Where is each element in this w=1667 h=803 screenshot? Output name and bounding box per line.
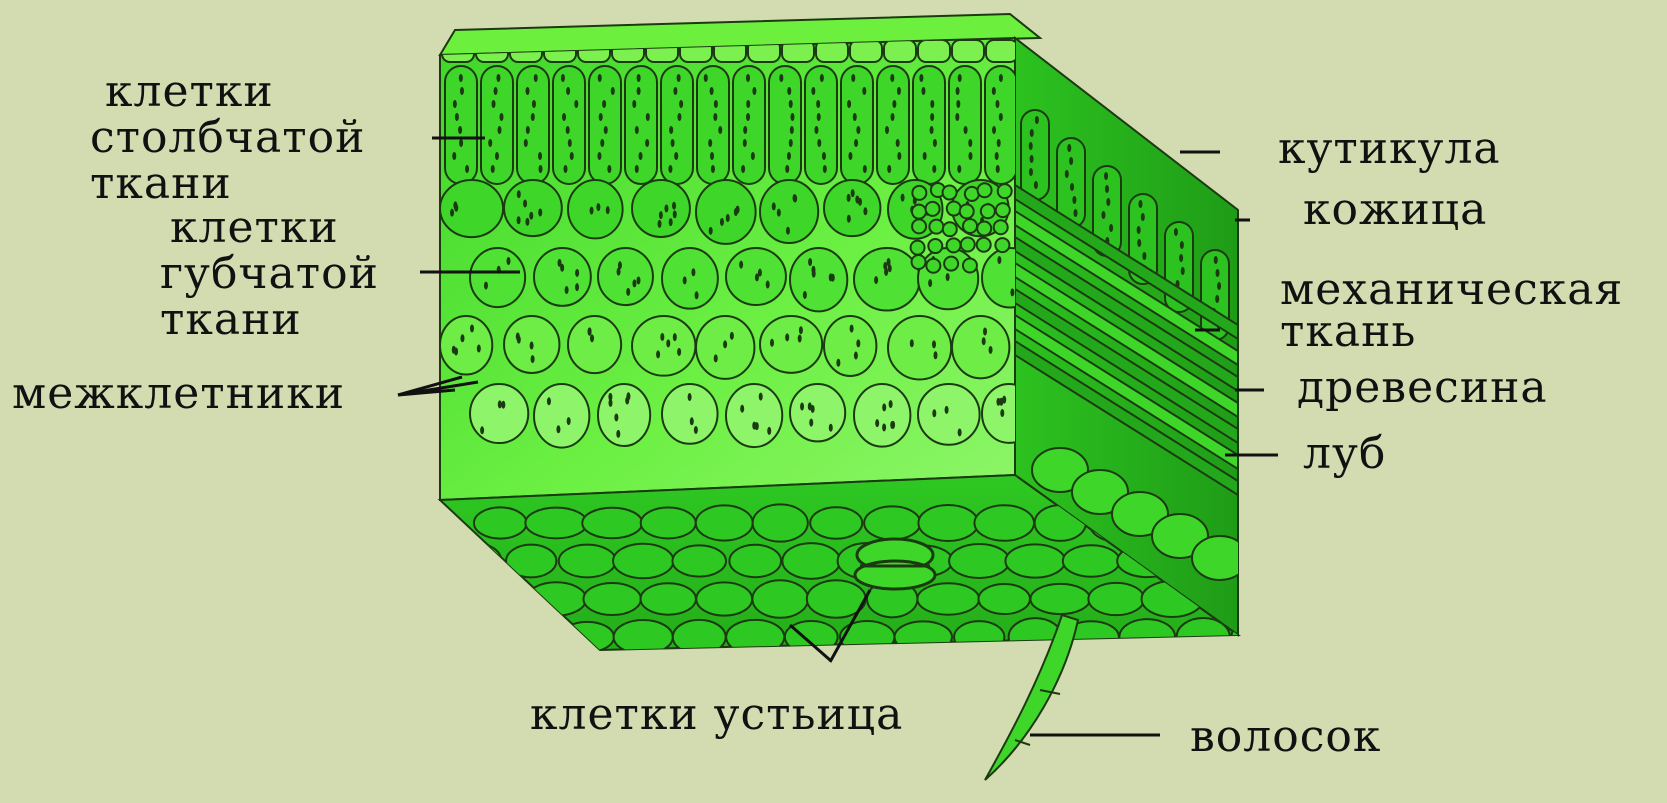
palisade-cell [553,66,585,184]
spongy-cell [918,384,980,445]
spongy-cell [696,316,754,379]
spongy-cell [726,384,782,447]
palisade-cell [877,66,909,184]
stomata-cells [855,539,935,589]
label-mechanical-line-2: ткань [1280,310,1416,354]
palisade-cell [805,66,837,184]
spongy-cell [824,180,880,236]
label-palisade-line-2: столбчатой [90,116,365,160]
spongy-cell [854,248,920,311]
spongy-cell [568,316,621,373]
palisade-cell [517,66,549,184]
palisade-cell [625,66,657,184]
palisade-cell [949,66,981,184]
spongy-cell [662,248,718,309]
spongy-cell [726,248,786,305]
spongy-cell [440,316,492,374]
palisade-cell [697,66,729,184]
spongy-cell [598,248,653,305]
spongy-cell [824,316,876,376]
spongy-cell [504,180,562,236]
spongy-cell [470,384,528,443]
label-xylem: древесина [1297,366,1548,410]
palisade-cell [661,66,693,184]
palisade-cell [841,66,873,184]
label-spongy-line-2: губчатой [160,252,379,296]
palisade-cell [769,66,801,184]
label-spongy-line-3: ткани [160,298,302,342]
label-stomata: клетки устьица [530,693,903,737]
label-intercellular: межклетники [12,372,345,416]
spongy-cell [568,180,623,238]
palisade-cell [733,66,765,184]
palisade-cell [589,66,621,184]
label-spongy-line-1: клетки [170,206,339,250]
label-hair: волосок [1190,715,1381,759]
palisade-cell [913,66,945,184]
palisade-cell [481,66,513,184]
spongy-cell [598,384,650,446]
palisade-cell [445,66,477,184]
label-palisade-line-1: клетки [105,70,274,114]
spongy-cell [790,248,847,311]
spongy-cell [534,248,591,306]
spongy-cell [632,180,690,237]
spongy-cell [854,384,910,447]
spongy-cell [952,316,1009,378]
spongy-cell [662,384,718,444]
label-palisade-line-3: ткани [90,162,232,206]
spongy-cell [470,248,525,307]
spongy-cell [534,384,589,448]
label-phloem: луб [1303,432,1386,476]
palisade-cell [985,66,1017,184]
label-epidermis: кожица [1303,188,1487,232]
label-cuticle: кутикула [1278,127,1501,171]
spongy-cell [504,316,559,373]
spongy-cell [888,316,951,379]
spongy-cell [760,316,822,373]
spongy-cell [790,384,845,441]
spongy-cell [760,180,818,243]
spongy-cell [632,316,695,376]
spongy-cell [440,180,503,237]
spongy-cell [696,180,756,244]
